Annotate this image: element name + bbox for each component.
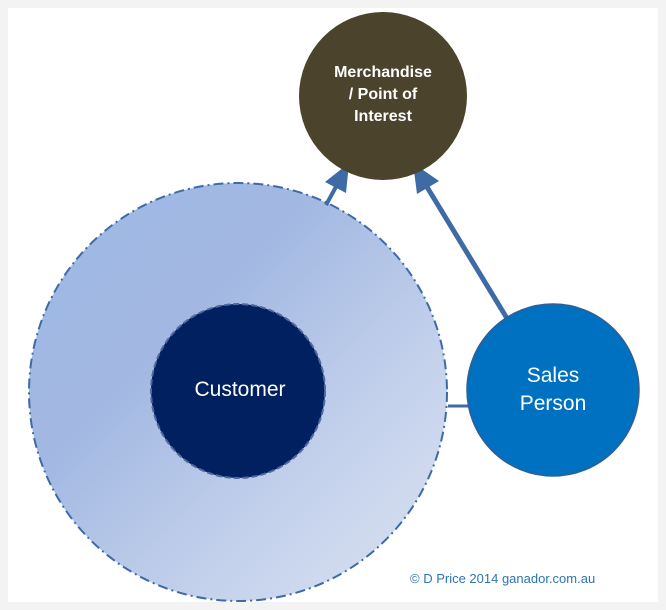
salesperson-label: Sales Person	[480, 355, 626, 425]
merchandise-label-line-3: Interest	[354, 108, 412, 125]
salesperson-arrow-line	[424, 185, 511, 322]
merchandise-label-line-1: Merchandise	[334, 64, 432, 81]
merchandise-label: Merchandise / Point of Interest	[300, 55, 466, 135]
salesperson-circle	[466, 303, 640, 477]
customer-arrow-line	[324, 184, 339, 206]
merchandise-label-line-2: / Point of	[348, 86, 418, 103]
merchandise-circle	[299, 12, 467, 180]
salesperson-label-line-2: Person	[519, 392, 587, 415]
copyright-text: © D Price 2014 ganador.com.au	[410, 571, 596, 586]
customer-circle	[150, 303, 326, 479]
salesperson-label-line-1: Sales	[526, 364, 580, 387]
customer-arrow-head	[325, 163, 349, 193]
customer-label: Customer	[194, 378, 286, 401]
